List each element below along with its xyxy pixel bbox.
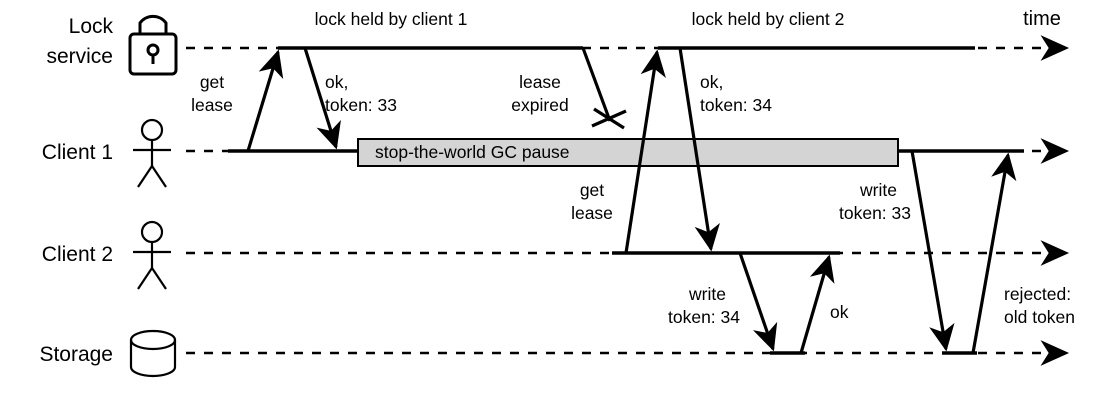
lane-label-lock-service-line2: service xyxy=(46,45,113,68)
message-label-ok-token-33-line1: ok, xyxy=(325,72,348,92)
gc-pause-label: stop-the-world GC pause xyxy=(375,142,570,162)
arrow-ok-token-34 xyxy=(678,47,720,252)
lane-storage: Storage xyxy=(39,329,1070,378)
stick-figure-icon-client-2 xyxy=(133,220,171,290)
arrow-write-token-33 xyxy=(910,150,955,352)
lane-client-2: Client 2 xyxy=(42,220,1070,290)
message-label-get-lease-client-2-line1: get xyxy=(580,180,604,200)
lane-label-lock-service-line1: Lock xyxy=(69,15,114,38)
message-ok-storage-client-2: ok xyxy=(799,254,849,354)
message-label-write-token-33-line2: token: 33 xyxy=(839,203,911,223)
message-write-token-33: write token: 33 xyxy=(839,150,955,352)
message-get-lease-client-1: get lease xyxy=(191,49,284,152)
message-label-ok-token-34-line1: ok, xyxy=(700,72,723,92)
span-label-lock-held-by-client-1: lock held by client 1 xyxy=(315,9,468,29)
arrow-lease-expired xyxy=(581,47,612,122)
lane-label-client-2: Client 2 xyxy=(42,243,113,266)
arrow-get-lease-client-2 xyxy=(624,49,666,254)
lane-lock-service: Lock service xyxy=(46,14,1070,76)
lane-label-storage: Storage xyxy=(39,343,113,366)
message-label-write-token-33-line1: write xyxy=(859,180,897,200)
arrow-get-lease-client-1 xyxy=(246,49,284,152)
database-cylinder-icon xyxy=(129,329,177,378)
arrow-ok-token-33 xyxy=(303,47,341,150)
stop-the-world-gc-pause-box: stop-the-world GC pause xyxy=(357,138,899,167)
message-label-rejected-old-token-line1: rejected: xyxy=(1004,284,1071,304)
stick-figure-icon-client-1 xyxy=(133,118,171,188)
message-label-rejected-old-token-line2: old token xyxy=(1004,307,1075,327)
message-label-ok-token-34-line2: token: 34 xyxy=(700,95,772,115)
message-label-get-lease-client-1-line1: get xyxy=(200,72,224,92)
padlock-icon xyxy=(128,14,178,76)
message-rejected-old-token: rejected: old token xyxy=(971,152,1075,354)
message-label-ok-storage-client-2: ok xyxy=(830,302,849,322)
message-label-get-lease-client-2-line2: lease xyxy=(571,203,613,223)
message-label-lease-expired-line1: lease xyxy=(519,72,561,92)
cross-terminator-icon xyxy=(591,107,627,130)
message-label-lease-expired-line2: expired xyxy=(511,95,568,115)
message-ok-token-33: ok, token: 33 xyxy=(303,47,397,150)
arrow-ok-storage-client-2 xyxy=(799,254,835,354)
arrow-rejected-old-token xyxy=(971,152,1017,354)
time-axis-label: time xyxy=(1023,8,1061,30)
message-ok-token-34: ok, token: 34 xyxy=(678,47,772,252)
message-label-ok-token-33-line2: token: 33 xyxy=(325,95,397,115)
message-label-get-lease-client-1-line2: lease xyxy=(191,95,233,115)
lane-label-client-1: Client 1 xyxy=(42,141,113,164)
message-get-lease-client-2: get lease xyxy=(571,49,666,254)
message-label-write-token-34-line1: write xyxy=(688,284,726,304)
message-write-token-34: write token: 34 xyxy=(668,252,778,352)
span-label-lock-held-by-client-2: lock held by client 2 xyxy=(692,9,845,29)
message-label-write-token-34-line2: token: 34 xyxy=(668,307,740,327)
arrow-write-token-34 xyxy=(738,252,778,352)
message-lease-expired: lease expired xyxy=(511,47,627,130)
